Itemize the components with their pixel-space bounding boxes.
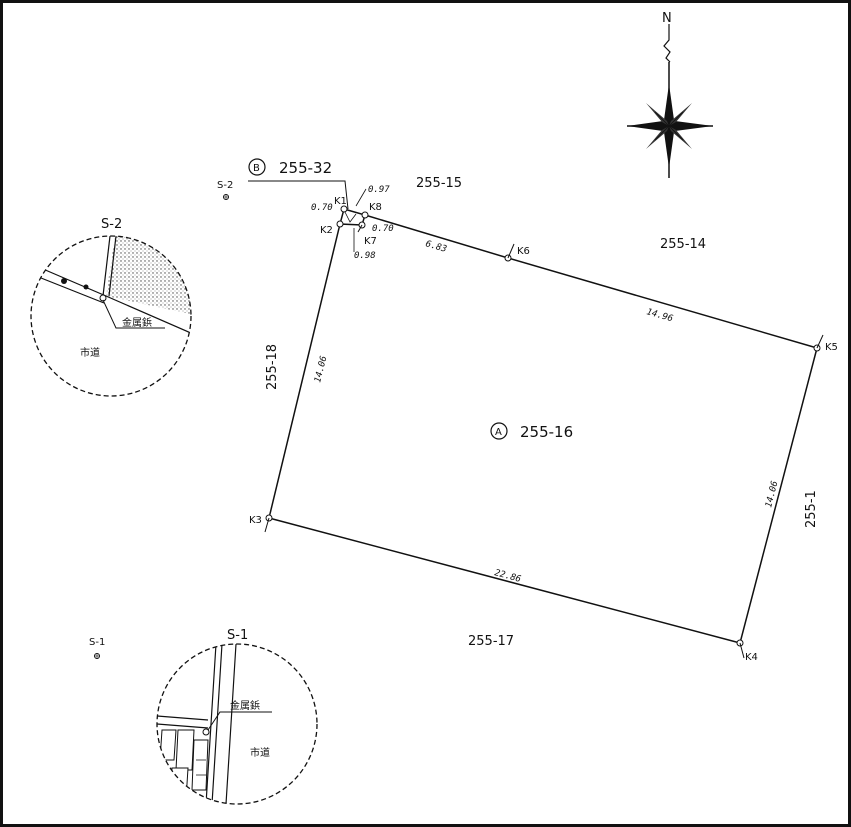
adjacent-parcel-east: 255-1 xyxy=(804,490,819,528)
detail-s1-title: S-1 xyxy=(227,628,248,643)
detail-s2 xyxy=(30,235,192,397)
north-label: N xyxy=(662,11,672,26)
detail-s2-marker-type: 金属鋲 xyxy=(122,316,152,329)
label-k7: K7 xyxy=(364,236,377,247)
dist-k7-k2: 0.98 xyxy=(354,251,376,261)
parcel-boundary-255-16 xyxy=(268,214,818,644)
ref-s1-label: S-1 xyxy=(89,637,105,648)
dist-k2-k3: 14.06 xyxy=(313,355,329,384)
north-arrow-icon xyxy=(627,24,713,178)
dist-k1-k8: 0.97 xyxy=(368,185,390,195)
parcel-b-marker-icon xyxy=(248,158,266,176)
label-k4: K4 xyxy=(745,652,758,663)
dist-k8-k6: 6.83 xyxy=(424,239,448,255)
dist-k6-k5: 14.96 xyxy=(645,307,674,324)
adjacent-parcel-west: 255-18 xyxy=(265,344,280,390)
adjacent-parcel-south: 255-17 xyxy=(468,634,514,649)
label-k1: K1 xyxy=(334,196,347,207)
detail-s1-marker-type: 金属鋲 xyxy=(230,699,260,712)
dist-k3-k4: 22.86 xyxy=(493,568,522,585)
parcel-a-marker-icon xyxy=(490,422,508,440)
parcel-b-number: 255-32 xyxy=(279,159,332,177)
parcel-b-marker: B xyxy=(253,163,260,174)
label-k5: K5 xyxy=(825,342,838,353)
detail-s1-road-label: 市道 xyxy=(250,746,270,759)
parcel-a-marker: A xyxy=(495,427,502,438)
label-k6: K6 xyxy=(517,246,530,257)
adjacent-parcel-north-east: 255-14 xyxy=(660,237,706,252)
survey-points xyxy=(264,205,824,659)
detail-s1 xyxy=(156,643,318,805)
point-k8-marker xyxy=(361,211,369,219)
ref-s1-point-icon xyxy=(94,653,100,659)
detail-s2-title: S-2 xyxy=(101,217,122,232)
leader-lines xyxy=(248,180,367,252)
dist-k8-k7: 0.70 xyxy=(372,224,394,234)
parcel-a-number: 255-16 xyxy=(520,423,573,441)
detail-s2-road-label: 市道 xyxy=(80,346,100,359)
label-k8: K8 xyxy=(369,202,382,213)
s1-marker-icon xyxy=(202,728,210,736)
label-k2: K2 xyxy=(320,225,333,236)
dist-k1-k2: 0.70 xyxy=(311,203,333,213)
label-k3: K3 xyxy=(249,515,262,526)
adjacent-parcel-north: 255-15 xyxy=(416,176,462,191)
point-k2-marker xyxy=(336,220,344,228)
ref-s2-point-icon xyxy=(223,194,229,200)
ref-s2-label: S-2 xyxy=(217,180,233,191)
point-k1-marker xyxy=(340,205,348,213)
